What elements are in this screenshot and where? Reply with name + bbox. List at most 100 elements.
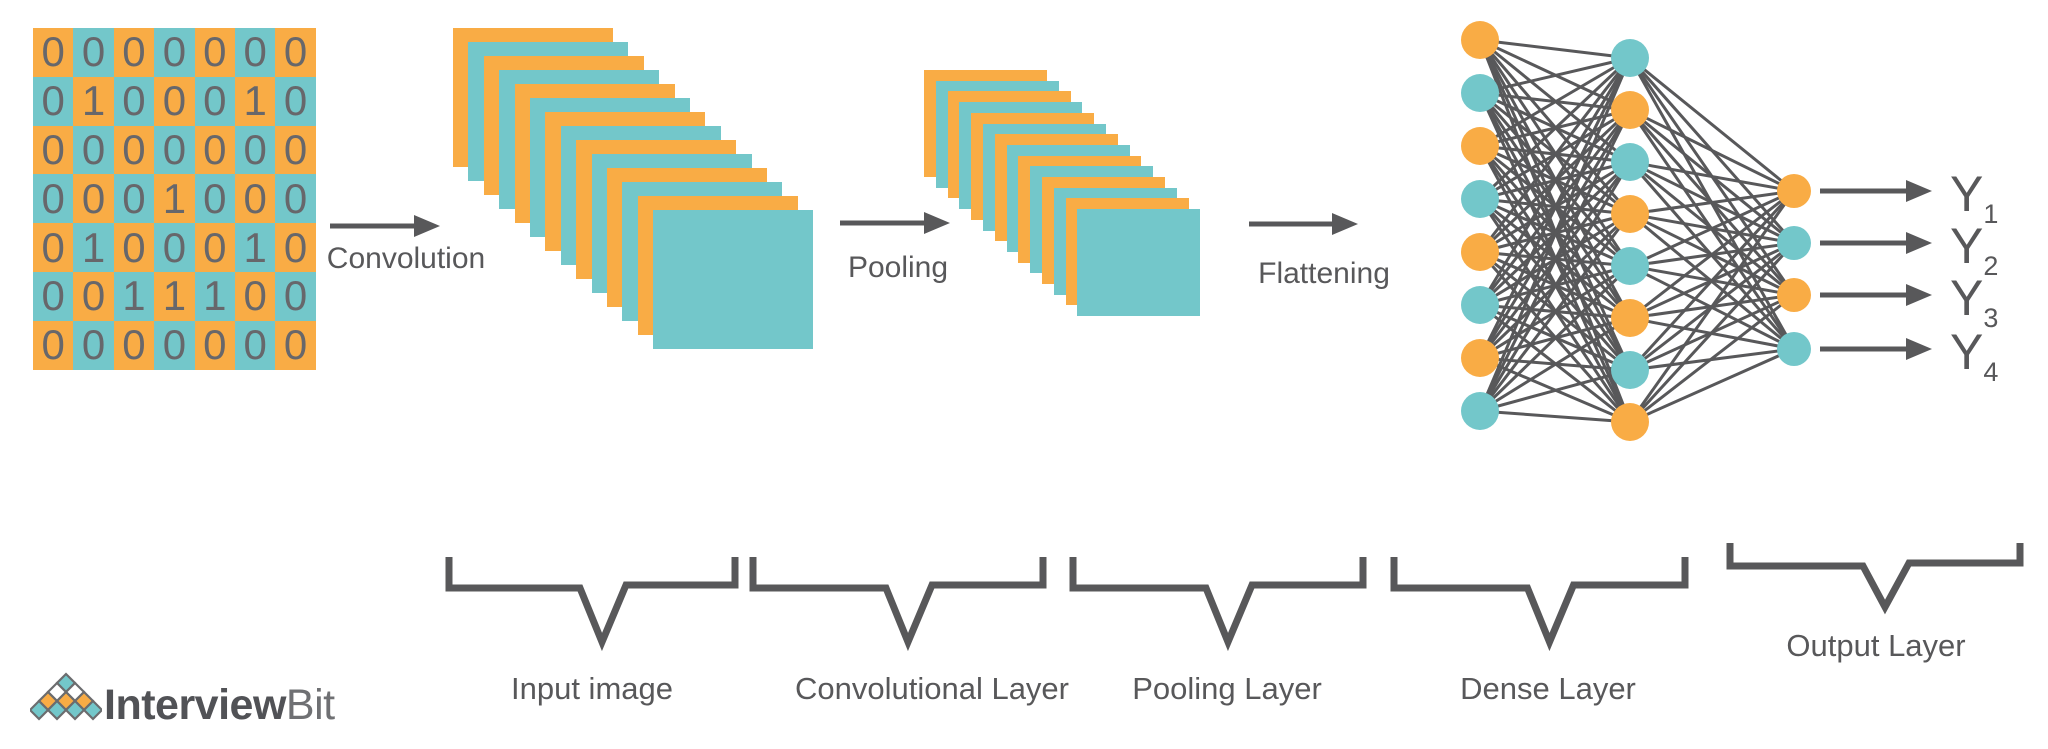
neuron-node	[1461, 392, 1499, 430]
neuron-node	[1461, 127, 1499, 165]
grid-cell: 0	[113, 125, 155, 175]
flow-arrow-flattening	[1249, 213, 1358, 235]
dense-layer-section-label: Dense Layer	[1460, 671, 1636, 706]
feature-map-sheet	[653, 210, 814, 349]
neuron-node	[1611, 195, 1649, 233]
grid-cell: 0	[275, 76, 316, 126]
grid-cell: 1	[194, 271, 235, 321]
grid-cell: 0	[33, 223, 74, 272]
grid-cell: 0	[154, 320, 195, 370]
logo-diamond	[46, 699, 68, 721]
grid-cell: 0	[73, 320, 114, 370]
dense-connections	[1478, 38, 1796, 424]
grid-cell: 1	[73, 76, 114, 126]
grid-cell: 0	[234, 320, 276, 370]
grid-cell: 1	[154, 271, 195, 321]
output-label-y3: Y3	[1950, 273, 1998, 332]
neuron-node	[1461, 339, 1499, 377]
grid-cell: 0	[73, 28, 114, 77]
logo-diamond	[82, 699, 102, 721]
neuron-node	[1611, 299, 1649, 337]
grid-cell: 0	[234, 125, 276, 175]
grid-cell: 0	[234, 174, 276, 224]
section-brace	[1390, 557, 1689, 652]
grid-cell: 1	[234, 223, 276, 272]
grid-cell: 0	[33, 271, 74, 321]
output-label-sub: 1	[1983, 199, 1999, 229]
grid-cell: 0	[33, 174, 74, 224]
output-label-sub: 4	[1983, 357, 1999, 387]
grid-cell: 0	[275, 320, 316, 370]
grid-cell: 0	[113, 223, 155, 272]
brand-name-bit: Bit	[285, 681, 335, 729]
grid-cell: 0	[154, 28, 195, 77]
output-arrow	[1820, 232, 1932, 254]
grid-cell: 0	[33, 76, 74, 126]
logo-diamond	[64, 699, 86, 721]
flattening-label: Flattening	[1258, 257, 1390, 290]
convolution-label: Convolution	[326, 242, 486, 275]
grid-cell: 0	[275, 223, 316, 272]
output-label-base: Y	[1950, 324, 1984, 380]
grid-cell: 1	[154, 174, 195, 224]
grid-cell: 0	[275, 28, 316, 77]
grid-cell: 0	[234, 271, 276, 321]
output-label-y4: Y4	[1950, 327, 1998, 386]
grid-cell: 1	[73, 223, 114, 272]
grid-cell: 1	[113, 271, 155, 321]
grid-cell: 1	[234, 76, 276, 126]
neuron-node	[1611, 403, 1649, 441]
grid-cell: 0	[33, 320, 74, 370]
grid-cell: 0	[275, 271, 316, 321]
output-label-sub: 2	[1983, 251, 1999, 281]
neuron-node	[1611, 143, 1649, 181]
input-image-section-label: Input image	[511, 671, 673, 706]
grid-cell: 0	[113, 76, 155, 126]
output-label-y2: Y2	[1950, 221, 1998, 280]
grid-cell: 0	[33, 28, 74, 77]
neuron-node	[1461, 180, 1499, 218]
logo-diamond	[30, 699, 50, 721]
grid-cell: 0	[275, 125, 316, 175]
grid-cell: 0	[113, 28, 155, 77]
neuron-node	[1777, 174, 1811, 208]
flow-arrow-pooling	[840, 212, 950, 234]
output-label-base: Y	[1950, 166, 1984, 222]
output-label-base: Y	[1950, 218, 1984, 274]
grid-cell: 0	[154, 223, 195, 272]
grid-cell: 0	[194, 174, 235, 224]
grid-cell: 0	[154, 125, 195, 175]
section-brace	[1069, 557, 1367, 652]
brand-name-interview: Interview	[104, 681, 286, 729]
output-arrow	[1820, 338, 1932, 360]
convolutional-layer-section-label: Convolutional Layer	[794, 671, 1070, 706]
pooling-layer-section-label: Pooling Layer	[1132, 671, 1322, 706]
grid-cell: 0	[234, 28, 276, 77]
interviewbit-logo-mark	[30, 672, 102, 721]
grid-cell: 0	[154, 76, 195, 126]
grid-cell: 0	[194, 125, 235, 175]
grid-cell: 0	[113, 320, 155, 370]
output-layer-section-label: Output Layer	[1786, 628, 1966, 663]
grid-cell: 0	[73, 271, 114, 321]
neuron-node	[1777, 226, 1811, 260]
grid-cell: 0	[113, 174, 155, 224]
neuron-node	[1611, 351, 1649, 389]
pooling-label: Pooling	[847, 251, 949, 284]
grid-cell: 0	[33, 125, 74, 175]
section-brace	[1726, 543, 2024, 615]
grid-cell: 0	[194, 76, 235, 126]
brand-name: InterviewBit	[104, 684, 335, 727]
output-label-sub: 3	[1983, 303, 1999, 333]
output-arrow	[1820, 284, 1932, 306]
grid-cell: 0	[275, 174, 316, 224]
grid-cell: 0	[73, 125, 114, 175]
neuron-node	[1777, 332, 1811, 366]
output-arrow	[1820, 180, 1932, 202]
section-brace	[749, 557, 1047, 652]
neuron-node	[1461, 233, 1499, 271]
neuron-node	[1777, 278, 1811, 312]
grid-cell: 0	[194, 223, 235, 272]
